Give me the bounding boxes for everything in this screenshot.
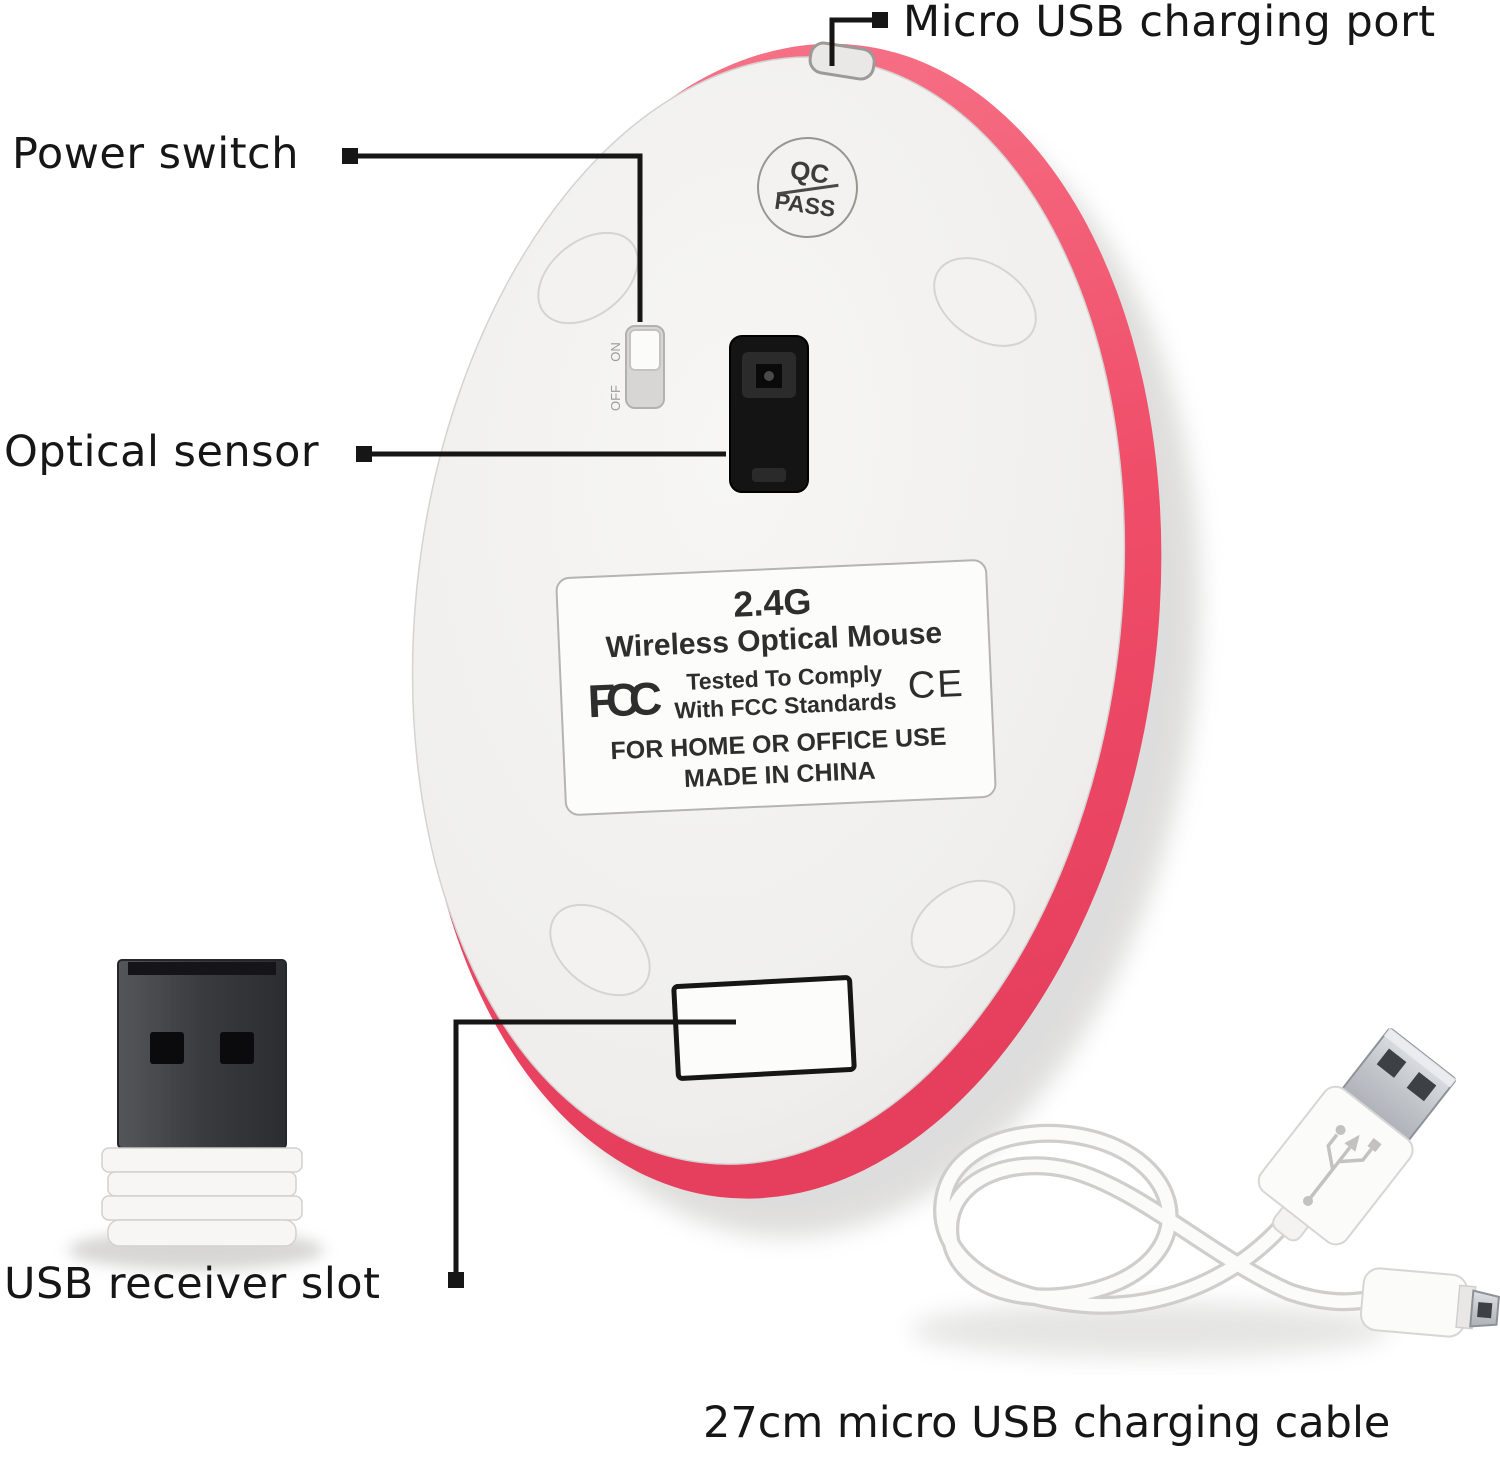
ce-logo: CE: [906, 663, 966, 708]
micro-usb-callout-line: [829, 17, 872, 66]
power-switch-off-text: OFF: [608, 385, 623, 411]
dongle-metal: [117, 959, 287, 1149]
dongle-contact-hole: [150, 1032, 184, 1064]
power-switch-on-text: ON: [608, 342, 623, 362]
fcc-logo: FCC: [586, 672, 654, 728]
usb-trident-icon: [1302, 1125, 1382, 1206]
micro-usb-port-label: Micro USB charging port: [903, 0, 1436, 47]
micro-usb-port: [808, 41, 876, 81]
charging-cable-caption: 27cm micro USB charging cable: [703, 1398, 1391, 1448]
optical-sensor: [729, 335, 809, 493]
dongle-contact-hole: [220, 1032, 254, 1064]
power-switch-callout-line: [358, 153, 643, 322]
mouse-feet: [537, 231, 1037, 997]
dongle-grip: [101, 1147, 303, 1247]
usb-receiver-slot-label: USB receiver slot: [4, 1259, 381, 1309]
optical-sensor-label: Optical sensor: [4, 427, 320, 477]
power-switch-callout-square: [342, 148, 358, 164]
micro-usb-callout-square: [872, 12, 888, 28]
power-switch-label: Power switch: [12, 129, 299, 179]
usb-receiver-slot: [671, 975, 857, 1081]
usb-receiver-callout-line: [453, 1019, 736, 1272]
optical-sensor-callout-square: [356, 446, 372, 462]
usb-a-connector: [1257, 1027, 1457, 1246]
cable-shadow: [910, 1302, 1390, 1358]
mouse-info-label: 2.4G Wireless Optical Mouse FCC Tested T…: [554, 558, 998, 817]
power-switch: ON OFF: [608, 325, 665, 411]
cable-core: [936, 1127, 1373, 1312]
usb-receiver-dongle: [101, 959, 303, 1247]
micro-usb-body: [1359, 1267, 1469, 1338]
micro-usb-connector: [1359, 1267, 1500, 1338]
callout-lines: [342, 12, 888, 1288]
usb-receiver-callout-square: [448, 1272, 464, 1288]
qc-badge-top-text: QC: [788, 154, 832, 190]
usb-charging-cable: [933, 1027, 1500, 1338]
